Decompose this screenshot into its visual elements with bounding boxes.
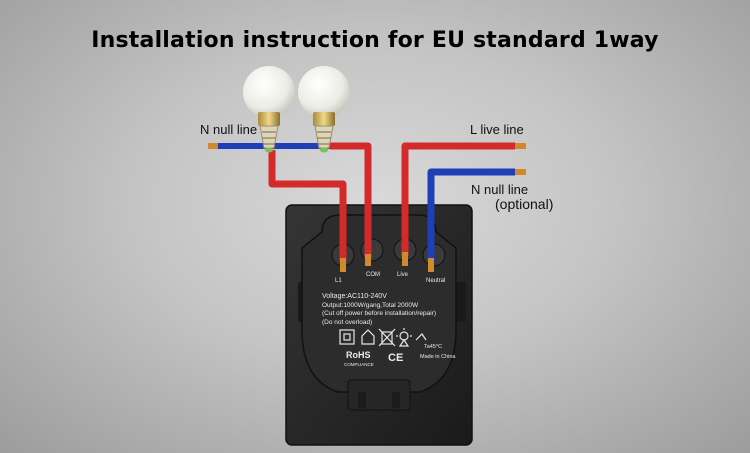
made-in-text: Made in China bbox=[420, 354, 456, 360]
temperature-rating: Ta45°C bbox=[424, 344, 442, 350]
module-specs: Voltage:AC110-240V Output:1000W/gang,Tot… bbox=[322, 293, 436, 326]
label-n-null-line-left: N null line bbox=[200, 122, 258, 137]
compliance-text: COMPLIANCE bbox=[344, 362, 374, 367]
certification-icons bbox=[339, 328, 427, 347]
live-wire-input bbox=[401, 142, 526, 266]
terminal-label-live: Live bbox=[397, 272, 409, 278]
label-n-null-line-right: N null line bbox=[471, 182, 529, 197]
spec-voltage: Voltage:AC110-240V bbox=[322, 293, 387, 300]
label-optional: (optional) bbox=[495, 196, 554, 212]
terminal-label-neutral: Neutral bbox=[426, 278, 445, 284]
house-icon bbox=[361, 329, 375, 345]
rohs-badge: RoHS COMPLIANCE bbox=[344, 350, 374, 367]
neutral-wire-right bbox=[427, 168, 526, 272]
live-wire-load bbox=[268, 142, 372, 272]
page-title: Installation instruction for EU standard… bbox=[91, 28, 659, 53]
double-insulation-icon bbox=[339, 329, 355, 345]
weee-bin-icon bbox=[378, 328, 396, 347]
spec-cutoff: (Cut off power before installation/repai… bbox=[322, 310, 436, 317]
terminal-label-l1: L1 bbox=[335, 278, 342, 284]
spec-output: Output:1000W/gang,Total 2000W bbox=[322, 302, 419, 309]
micro-disconnect-icon bbox=[415, 333, 427, 341]
light-bulb-icon bbox=[298, 66, 350, 153]
terminal-label-com: COM bbox=[366, 272, 380, 278]
ce-mark: CE bbox=[388, 352, 403, 364]
label-l-live-line: L live line bbox=[470, 122, 524, 137]
indoor-use-icon bbox=[396, 328, 412, 347]
terminal-labels: L1 COM Live Neutral bbox=[335, 272, 445, 284]
light-bulb-icon bbox=[243, 66, 295, 153]
spec-overload: (Do not overload) bbox=[322, 319, 372, 326]
rohs-text: RoHS bbox=[346, 350, 371, 360]
